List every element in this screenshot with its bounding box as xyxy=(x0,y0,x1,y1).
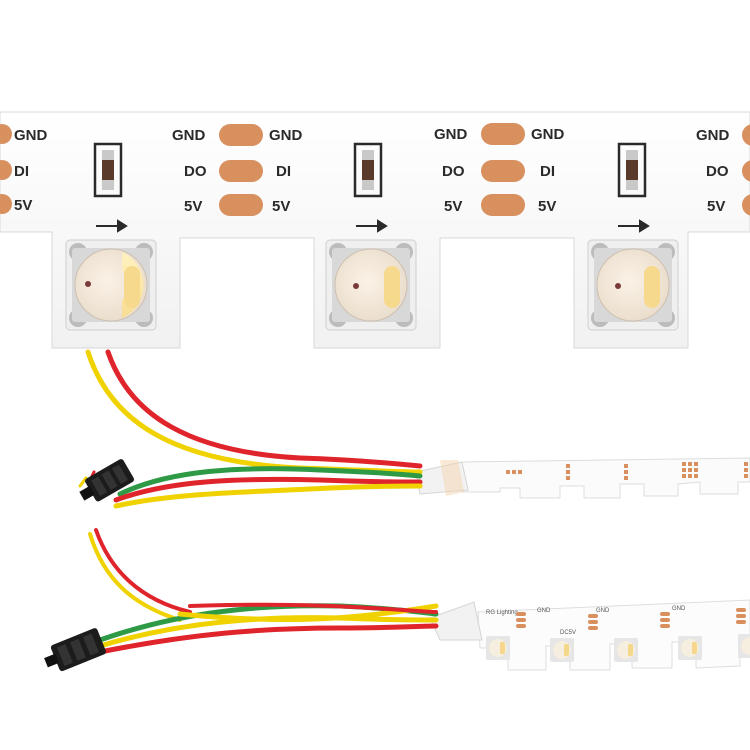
pad-label: GND xyxy=(696,127,730,144)
pad-label: GND xyxy=(537,608,551,614)
pad-label: GND xyxy=(672,606,686,612)
resistor-icon xyxy=(353,142,383,198)
pad-group-2: GND DO 5V GND DI 5V xyxy=(434,123,565,216)
arrow-right-icon xyxy=(618,219,650,233)
pad-group-left-edge: GND DI 5V xyxy=(0,124,48,214)
pad-label: DI xyxy=(14,163,29,180)
pad-label: 5V xyxy=(14,197,32,214)
led-chip-icon xyxy=(486,636,510,660)
arrow-right-icon xyxy=(96,219,128,233)
wire-harness-top xyxy=(78,349,423,622)
pad-label: 5V xyxy=(444,198,462,215)
pad-group-3: GND DO 5V xyxy=(696,124,750,216)
led-chip-icon xyxy=(678,636,702,660)
pad-label: DI xyxy=(276,163,291,180)
pad-label: DI xyxy=(540,163,555,180)
pad-label: DO xyxy=(442,163,465,180)
wire-harness-bottom xyxy=(97,602,439,655)
pad-label: GND xyxy=(531,126,565,143)
led-chip-icon xyxy=(65,239,157,331)
pad-label: GND xyxy=(434,126,468,143)
led-chip-icon xyxy=(587,239,679,331)
main-led-strip: GND DI 5V GND DO 5V GND DI 5V GND DO 5V … xyxy=(0,111,750,349)
jst-connector-icon xyxy=(44,628,106,672)
strip-print-dc: DC5V xyxy=(560,630,576,636)
pad-label: GND xyxy=(269,127,303,144)
pad-label: 5V xyxy=(272,198,290,215)
pad-label: 5V xyxy=(707,198,725,215)
pad-label: 5V xyxy=(184,198,202,215)
led-chip-icon xyxy=(614,638,638,662)
pad-label: GND xyxy=(172,127,206,144)
led-chip-icon xyxy=(550,638,574,662)
pad-label: GND xyxy=(14,127,48,144)
small-led-strip: RG Lighting DC5V GND GND GND xyxy=(429,599,750,671)
pad-label: 5V xyxy=(538,198,556,215)
pad-label: DO xyxy=(706,163,729,180)
pad-label: GND xyxy=(596,608,610,614)
resistor-icon xyxy=(93,142,123,198)
jst-connector-icon xyxy=(79,459,135,502)
arrow-right-icon xyxy=(356,219,388,233)
led-chip-icon xyxy=(325,239,417,331)
strip-print-brand: RG Lighting xyxy=(486,610,518,616)
led-chip-icon xyxy=(738,634,750,658)
resistor-icon xyxy=(617,142,647,198)
pad-label: DO xyxy=(184,163,207,180)
pad-group-1: GND DO 5V GND DI 5V xyxy=(172,124,303,216)
comb-led-strip xyxy=(415,457,750,499)
